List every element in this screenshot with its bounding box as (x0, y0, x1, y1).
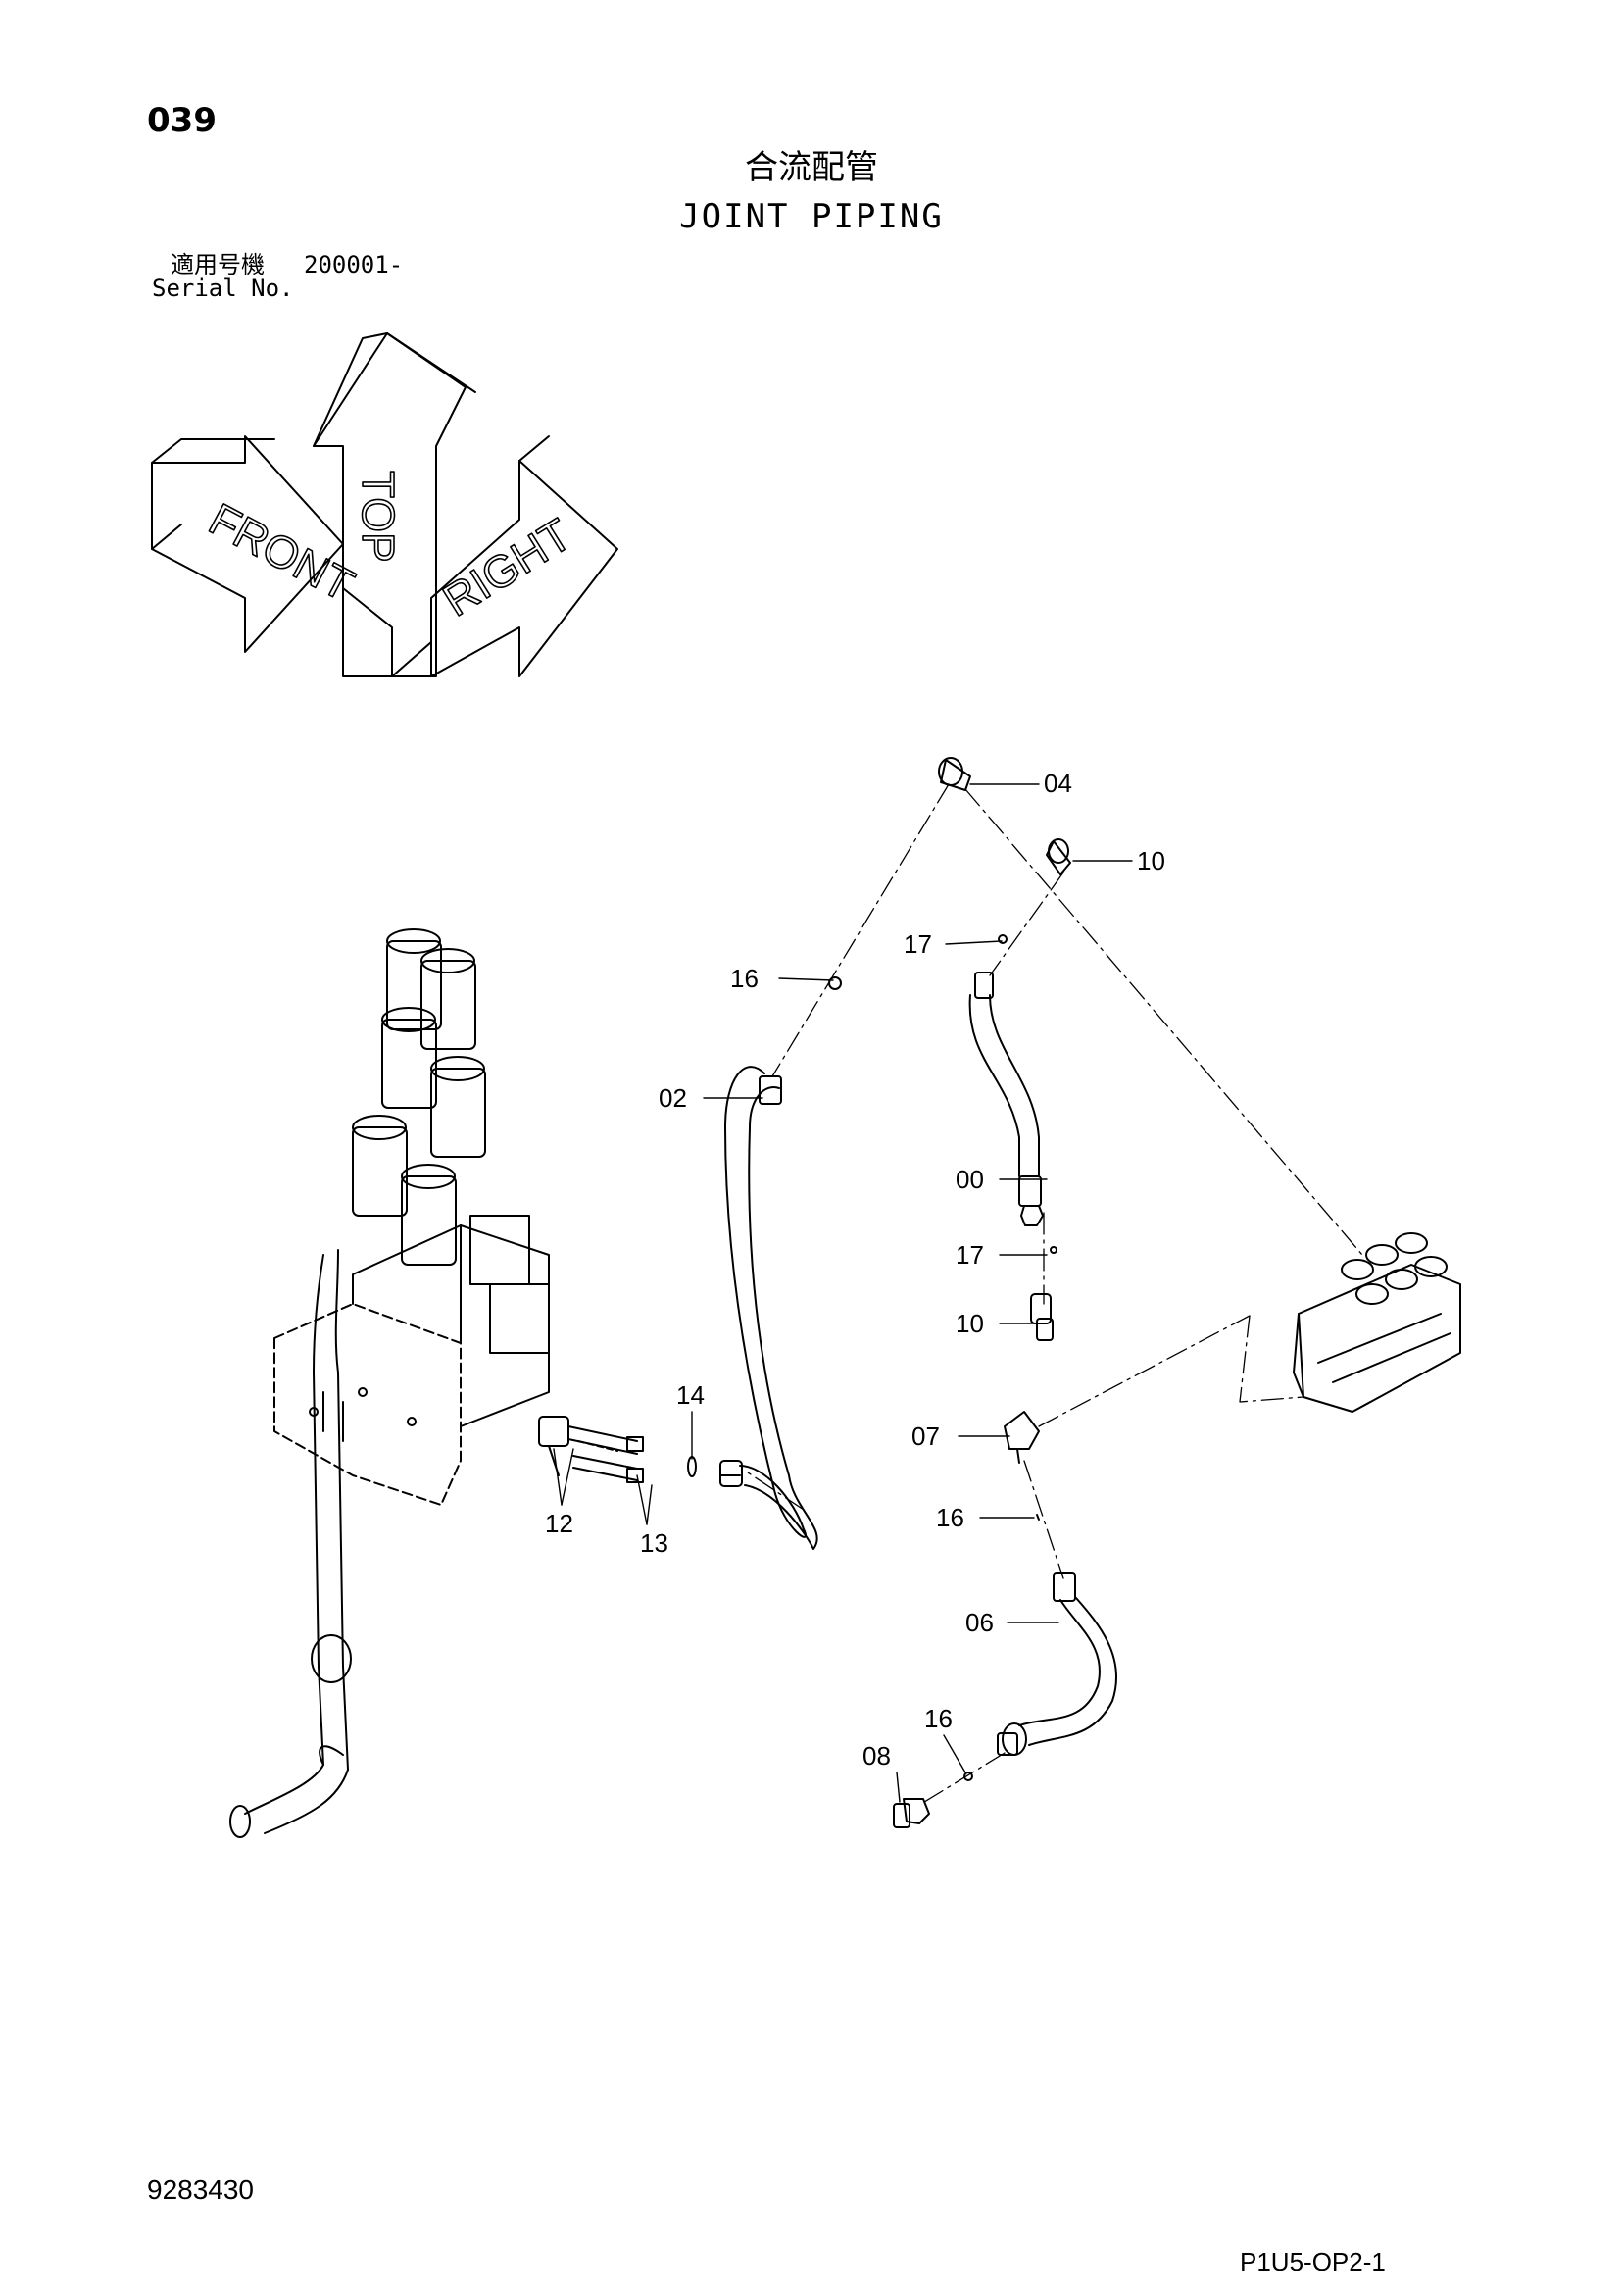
callout-16-upper: 16 (730, 964, 759, 993)
hose-00 (968, 972, 1044, 1226)
serial-label-english: Serial No. (152, 275, 294, 302)
page-title-japanese: 合流配管 (745, 148, 878, 187)
page-number: 039 (147, 101, 217, 140)
callout-17-lower: 17 (956, 1240, 984, 1270)
orientation-indicator: FRONT TOP RIGHT (151, 332, 618, 677)
page-title-english: JOINT PIPING (679, 197, 944, 236)
callout-06: 06 (965, 1608, 994, 1637)
flange-fitting (538, 1416, 697, 1483)
elbow-fitting-07 (1004, 1411, 1040, 1464)
hose-02 (719, 1066, 818, 1550)
callout-14: 14 (676, 1380, 705, 1410)
callout-10-upper: 10 (1137, 846, 1165, 875)
callout-04: 04 (1044, 769, 1072, 798)
left-return-pipe (229, 1249, 352, 1838)
callout-08: 08 (862, 1741, 891, 1771)
elbow-fitting-10-lower (1030, 1246, 1057, 1341)
callout-02: 02 (659, 1083, 687, 1113)
sheet-code: P1U5-OP2-1 (1240, 2247, 1386, 2276)
callout-16-lower: 16 (924, 1704, 953, 1733)
callout-labels: 04 10 17 16 02 00 17 10 14 07 12 13 16 0… (545, 769, 1165, 1771)
assembly-center-lines (744, 783, 1363, 1805)
callout-12: 12 (545, 1509, 573, 1538)
elbow-fitting-08 (893, 1772, 973, 1828)
elbow-fitting-10-upper (1046, 838, 1071, 875)
o-ring-17-upper (998, 934, 1008, 944)
callout-13: 13 (640, 1528, 668, 1558)
serial-label-japanese: 適用号機 (171, 251, 265, 278)
serial-number-range: 200001- (304, 251, 404, 278)
elbow-fitting-04 (938, 757, 971, 791)
document-number: 9283430 (147, 2174, 255, 2205)
callout-16-middle: 16 (936, 1503, 964, 1532)
callout-10-lower: 10 (956, 1309, 984, 1338)
top-direction-label: TOP (353, 471, 404, 563)
auxiliary-valve-block (1293, 1232, 1461, 1413)
control-valve-block (273, 928, 550, 1506)
callout-leaders (553, 783, 1133, 1803)
right-direction-label: RIGHT (434, 509, 580, 626)
front-direction-label: FRONT (201, 493, 362, 611)
callout-07: 07 (911, 1422, 940, 1451)
callout-17-upper: 17 (904, 929, 932, 959)
hose-06 (997, 1514, 1117, 1756)
callout-00: 00 (956, 1165, 984, 1194)
